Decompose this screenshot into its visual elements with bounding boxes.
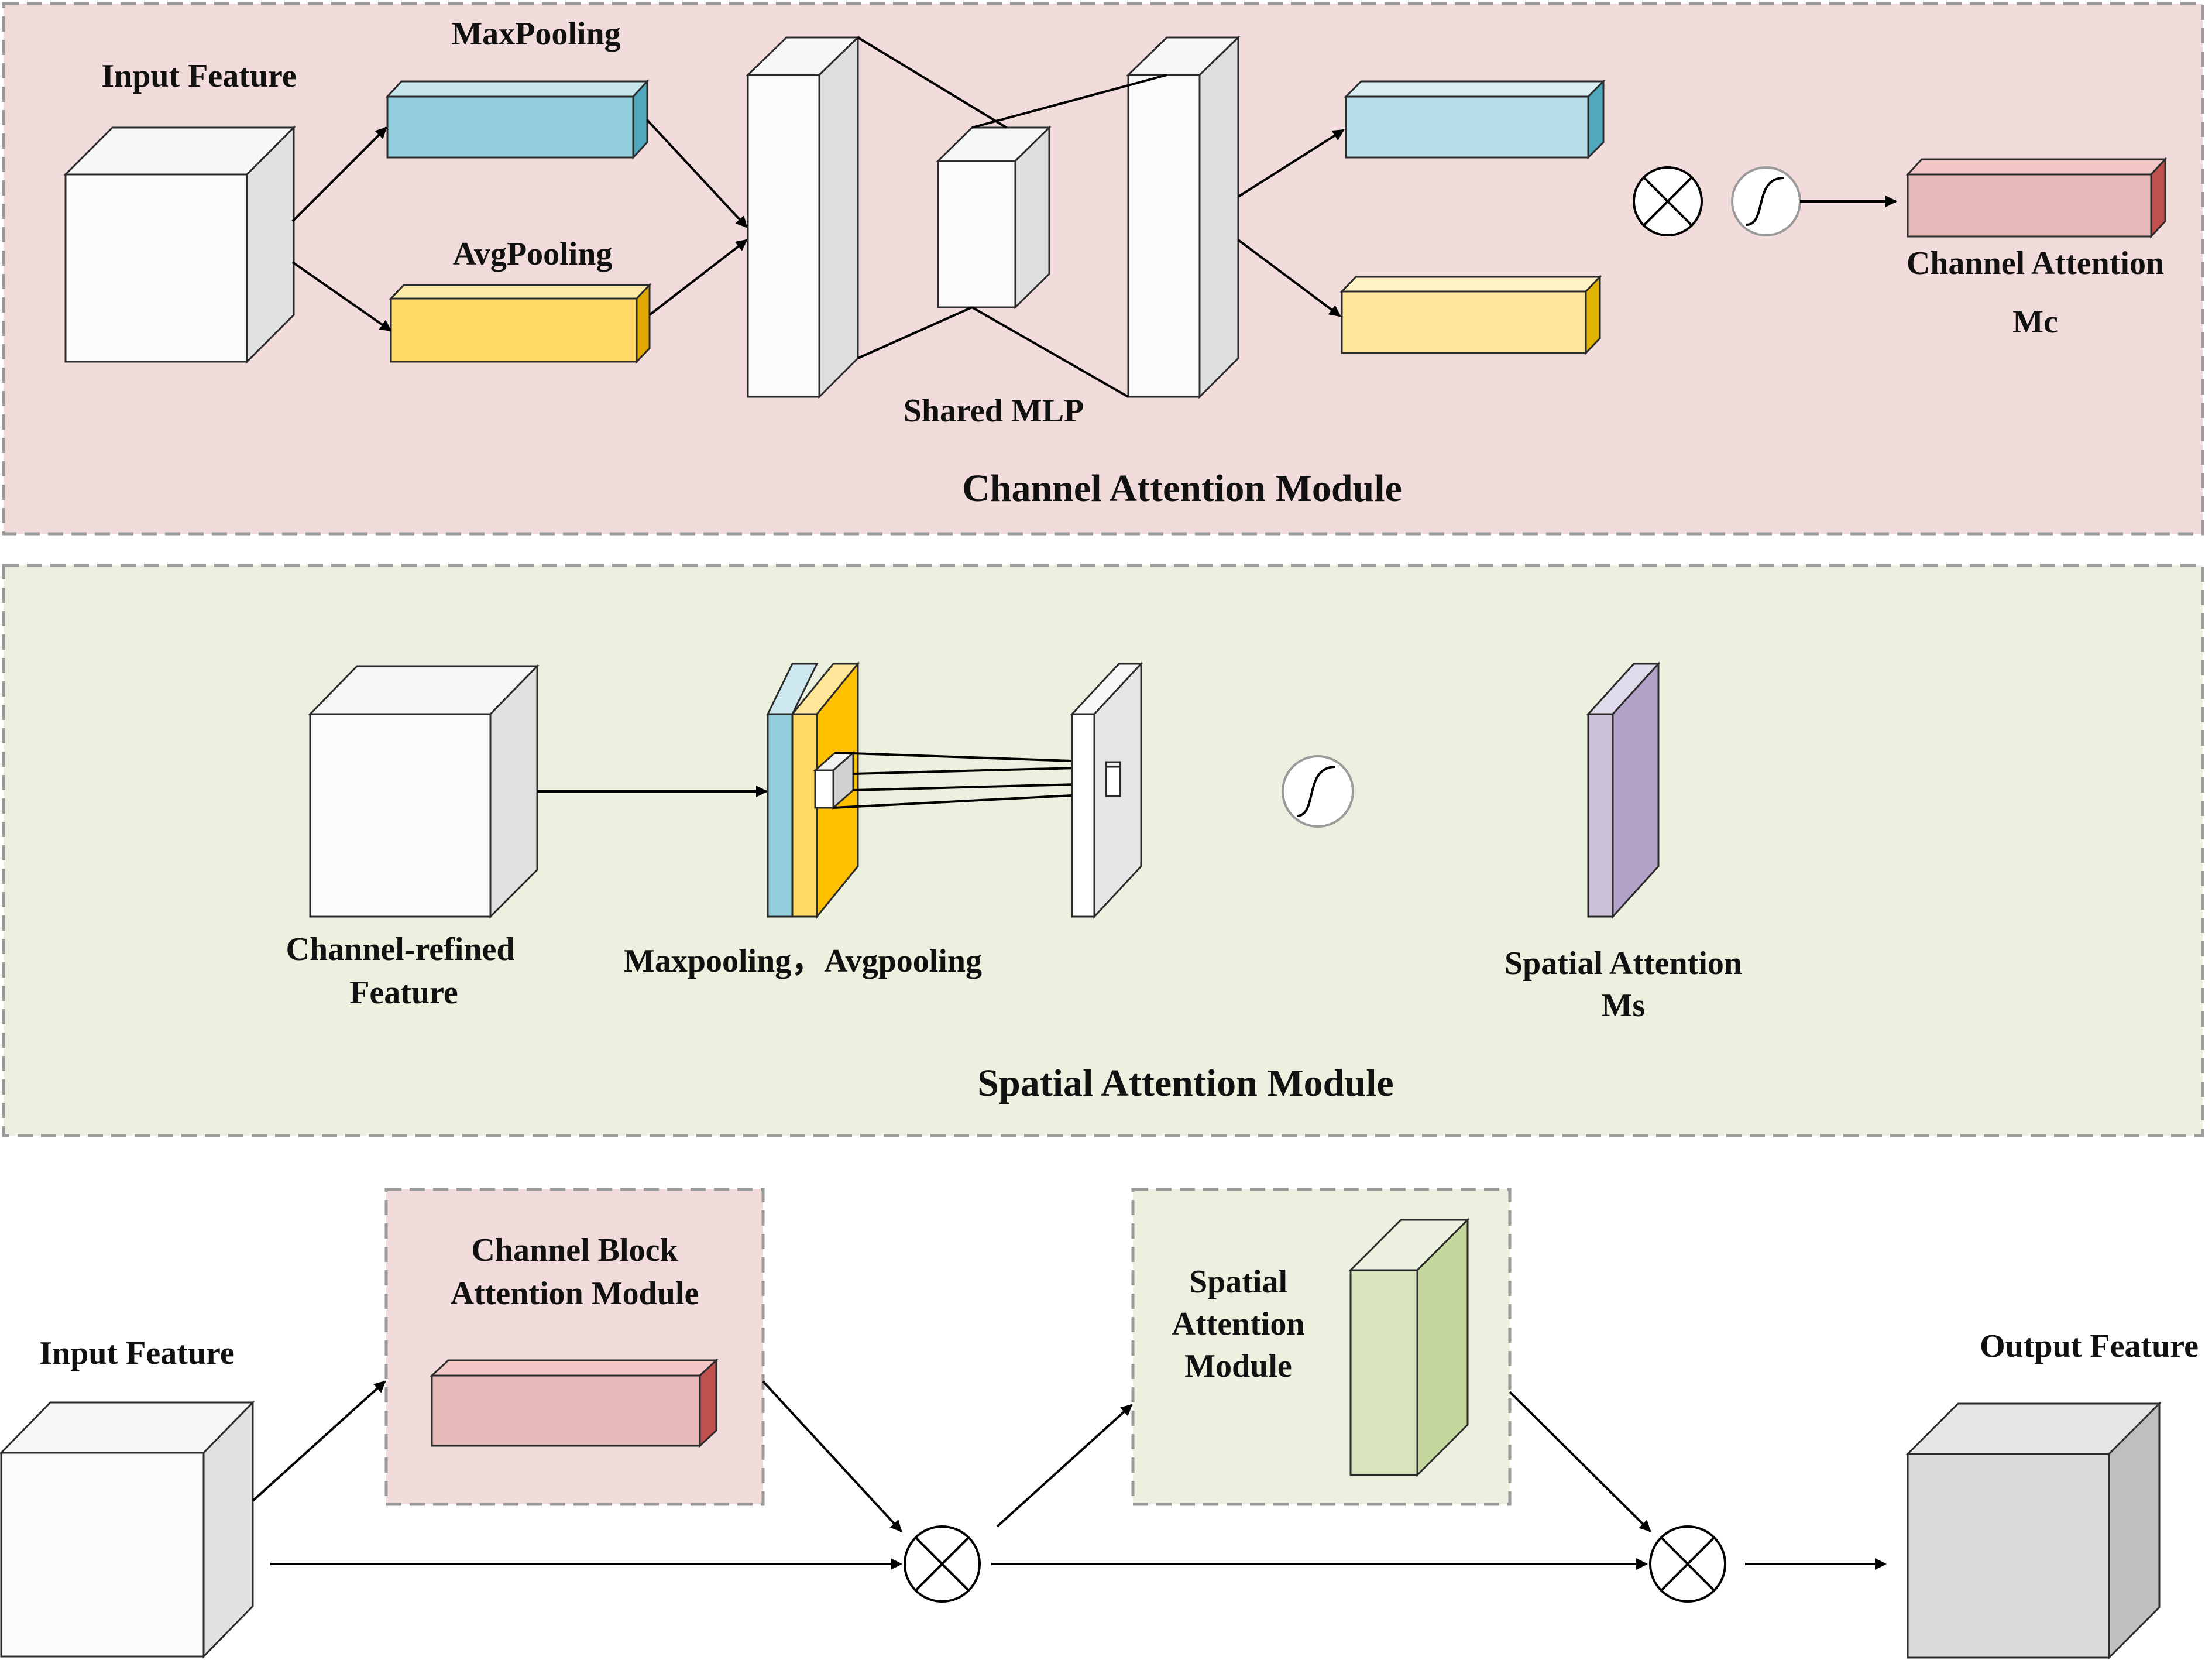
mlp-connections <box>857 36 1167 398</box>
maxpooling-label: MaxPooling <box>451 16 620 52</box>
channel-refined-feature-label: Feature <box>349 975 458 1011</box>
spatial-attention-map <box>1586 661 1661 919</box>
spatial-attention-label: Spatial Attention <box>1505 945 1742 982</box>
arrow-avgpool-to-mlp <box>648 239 748 316</box>
spatial-maxpool-map <box>766 663 819 918</box>
spatial-block-attention-label: Attention <box>1172 1306 1304 1342</box>
avgpooling-label: AvgPooling <box>453 236 613 272</box>
channel-attention-mc-label: Mc <box>2012 304 2058 340</box>
arrow-input-to-avgpool <box>291 261 392 332</box>
maxpooling-bar <box>385 79 650 160</box>
channel-multiply-icon <box>1633 166 1703 236</box>
arrow-input-to-maxpool <box>291 126 387 222</box>
shared-mlp-label: Shared MLP <box>904 393 1084 429</box>
arrow-mlp-to-yellow-output <box>1237 239 1341 317</box>
spatial-module-title: Spatial Attention Module <box>977 1062 1393 1105</box>
pooling-label: Maxpooling，Avgpooling <box>624 943 982 979</box>
spatial-block-label: Spatial <box>1189 1264 1287 1300</box>
channel-block-map <box>430 1358 719 1448</box>
spatial-sigmoid-icon <box>1282 755 1354 828</box>
mlp-avg-output-bar <box>1339 275 1602 355</box>
arrow-input-to-channel-block <box>252 1380 386 1502</box>
mlp-input-layer <box>746 35 860 399</box>
channel-block-attention-label: Attention Module <box>451 1275 699 1312</box>
overview-multiply-icon-1 <box>904 1525 981 1603</box>
arrow-mlp-to-blue-output <box>1237 129 1345 198</box>
spatial-block-module-label: Module <box>1184 1348 1292 1384</box>
channel-input-cube <box>63 125 296 364</box>
channel-refined-cube <box>308 664 540 919</box>
arrow-spatial-block-to-multiply-2 <box>1509 1391 1651 1532</box>
output-feature-label: Output Feature <box>1980 1328 2199 1364</box>
arrow-maxpool-to-mlp <box>646 119 748 228</box>
channel-module-title: Channel Attention Module <box>962 467 1402 510</box>
spatial-attention-ms-label: Ms <box>1602 987 1646 1024</box>
channel-attention-map <box>1905 157 2168 239</box>
arrow-multiply-1-to-spatial-block <box>996 1404 1133 1528</box>
channel-sigmoid-icon <box>1731 166 1801 236</box>
channel-block-box <box>384 1188 765 1506</box>
overview-input-label: Input Feature <box>39 1335 234 1371</box>
avgpooling-bar <box>389 283 652 364</box>
arrow-channel-block-to-multiply-1 <box>762 1380 902 1532</box>
output-cube <box>1905 1401 2162 1660</box>
channel-attention-panel <box>2 2 2204 536</box>
overview-multiply-icon-2 <box>1649 1525 1726 1603</box>
mlp-output-layer <box>1126 35 1241 399</box>
channel-block-label: Channel Block <box>471 1232 678 1268</box>
overview-input-cube <box>0 1400 255 1659</box>
channel-input-label: Input Feature <box>101 58 296 94</box>
conv-output-map <box>1070 661 1143 919</box>
mlp-hidden-layer <box>936 125 1052 310</box>
spatial-block-map <box>1348 1217 1470 1477</box>
mlp-max-output-bar <box>1344 79 1606 160</box>
channel-refined-label: Channel-refined <box>286 931 515 968</box>
channel-attention-label: Channel Attention <box>1907 245 2164 282</box>
